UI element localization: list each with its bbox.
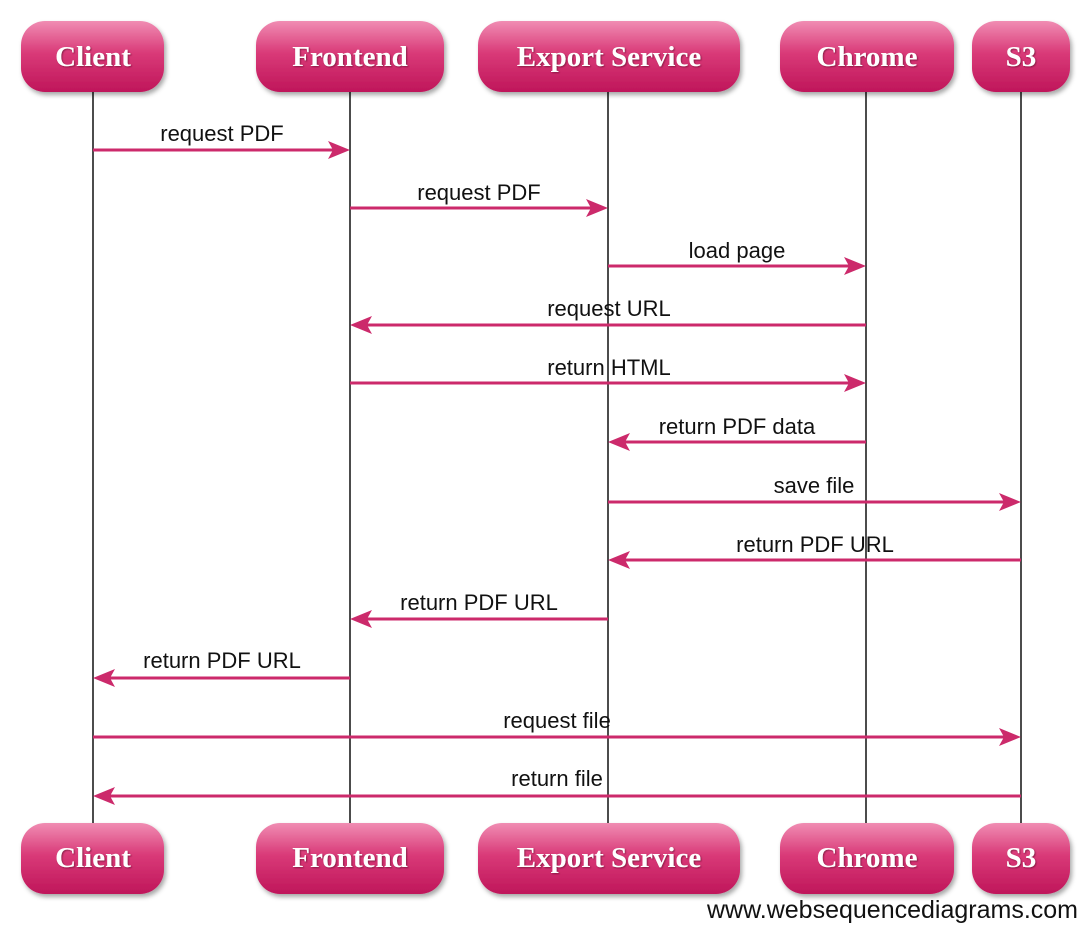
participant-export-service-top: Export Service [478, 21, 740, 92]
message-10-label: return PDF URL [143, 648, 301, 673]
message-11-label: request file [503, 708, 611, 733]
message-10-arrowhead [93, 669, 115, 687]
message-8-label: return PDF URL [736, 532, 894, 557]
message-3: load page [608, 238, 866, 275]
message-9-label: return PDF URL [400, 590, 558, 615]
message-6: return PDF data [608, 414, 866, 451]
message-5-arrowhead [844, 374, 866, 392]
participant-s3-bottom: S3 [972, 823, 1070, 894]
participant-export-service-top-label: Export Service [517, 41, 702, 73]
participants-bottom: Client Frontend Export Service Chrome S3 [21, 823, 1070, 894]
participant-export-service-bottom-label: Export Service [517, 842, 702, 874]
message-4-arrowhead [350, 316, 372, 334]
message-8-arrowhead [608, 551, 630, 569]
message-12-label: return file [511, 766, 603, 791]
message-1-label: request PDF [160, 121, 284, 146]
message-11: request file [93, 708, 1021, 746]
participant-chrome-top-label: Chrome [817, 41, 918, 73]
message-10: return PDF URL [93, 648, 350, 687]
participant-chrome-bottom-label: Chrome [817, 842, 918, 874]
message-3-arrowhead [844, 257, 866, 275]
message-2-label: request PDF [417, 180, 541, 205]
message-2: request PDF [350, 180, 608, 217]
participant-s3-bottom-label: S3 [1006, 842, 1037, 874]
message-5-label: return HTML [547, 355, 670, 380]
participant-frontend-top: Frontend [256, 21, 444, 92]
message-4: request URL [350, 296, 866, 334]
participant-s3-top: S3 [972, 21, 1070, 92]
message-1: request PDF [93, 121, 350, 159]
message-4-label: request URL [547, 296, 671, 321]
message-9: return PDF URL [350, 590, 608, 628]
message-7-arrowhead [999, 493, 1021, 511]
message-3-label: load page [689, 238, 786, 263]
participant-frontend-top-label: Frontend [292, 41, 407, 73]
message-8: return PDF URL [608, 532, 1021, 569]
message-9-arrowhead [350, 610, 372, 628]
participant-client-top-label: Client [55, 41, 131, 73]
message-5: return HTML [350, 355, 866, 392]
message-1-arrowhead [328, 141, 350, 159]
lifelines [92, 92, 1022, 824]
watermark-text: www.websequencediagrams.com [706, 896, 1078, 924]
participant-client-bottom: Client [21, 823, 164, 894]
message-6-label: return PDF data [659, 414, 816, 439]
message-7-label: save file [774, 473, 855, 498]
participant-chrome-bottom: Chrome [780, 823, 954, 894]
message-12: return file [93, 766, 1021, 805]
message-2-arrowhead [586, 199, 608, 217]
message-12-arrowhead [93, 787, 115, 805]
messages: request PDF request PDF load page reques… [93, 121, 1021, 805]
participant-s3-top-label: S3 [1006, 41, 1037, 73]
message-11-arrowhead [999, 728, 1021, 746]
participant-frontend-bottom: Frontend [256, 823, 444, 894]
message-7: save file [608, 473, 1021, 511]
participant-chrome-top: Chrome [780, 21, 954, 92]
participant-client-bottom-label: Client [55, 842, 131, 874]
participant-export-service-bottom: Export Service [478, 823, 740, 894]
participant-client-top: Client [21, 21, 164, 92]
participant-frontend-bottom-label: Frontend [292, 842, 407, 874]
participants-top: Client Frontend Export Service Chrome S3 [21, 21, 1070, 92]
message-6-arrowhead [608, 433, 630, 451]
